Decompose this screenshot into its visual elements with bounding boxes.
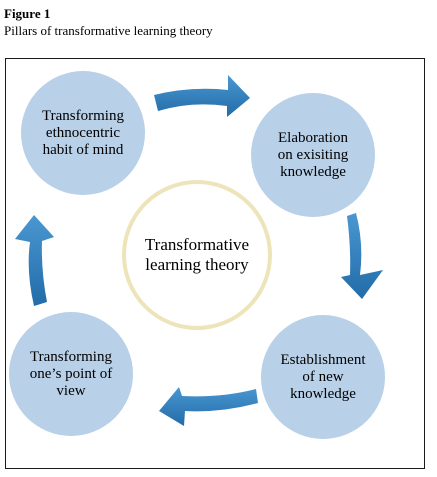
- pillar-top-left-text: Transforming ethnocentric habit of mind: [42, 107, 124, 158]
- pillar-top-right-text: Elaboration on exisiting knowledge: [277, 129, 349, 180]
- arrows-layer: [15, 75, 383, 426]
- figure-label: Figure 1: [4, 6, 51, 21]
- arrow-bottom: [159, 387, 258, 426]
- pillar-bottom-left-text: Transforming one’s point of view: [29, 348, 113, 399]
- pillar-bottom-right-text: Establishment of new knowledge: [280, 351, 366, 402]
- figure-caption: Pillars of transformative learning theor…: [4, 23, 213, 38]
- pillar-bottom-right: Establishment of new knowledge: [261, 315, 385, 439]
- pillar-bottom-left: Transforming one’s point of view: [9, 312, 133, 436]
- diagram-frame: Transforming ethnocentric habit of mind …: [5, 58, 425, 469]
- arrow-left: [15, 215, 54, 306]
- pillar-top-left: Transforming ethnocentric habit of mind: [21, 71, 145, 195]
- pillar-top-right: Elaboration on exisiting knowledge: [251, 93, 375, 217]
- arrow-right: [341, 213, 383, 299]
- center-theory: Transformative learning theory: [122, 180, 272, 330]
- arrow-top: [154, 75, 250, 117]
- center-theory-text: Transformative learning theory: [144, 235, 250, 274]
